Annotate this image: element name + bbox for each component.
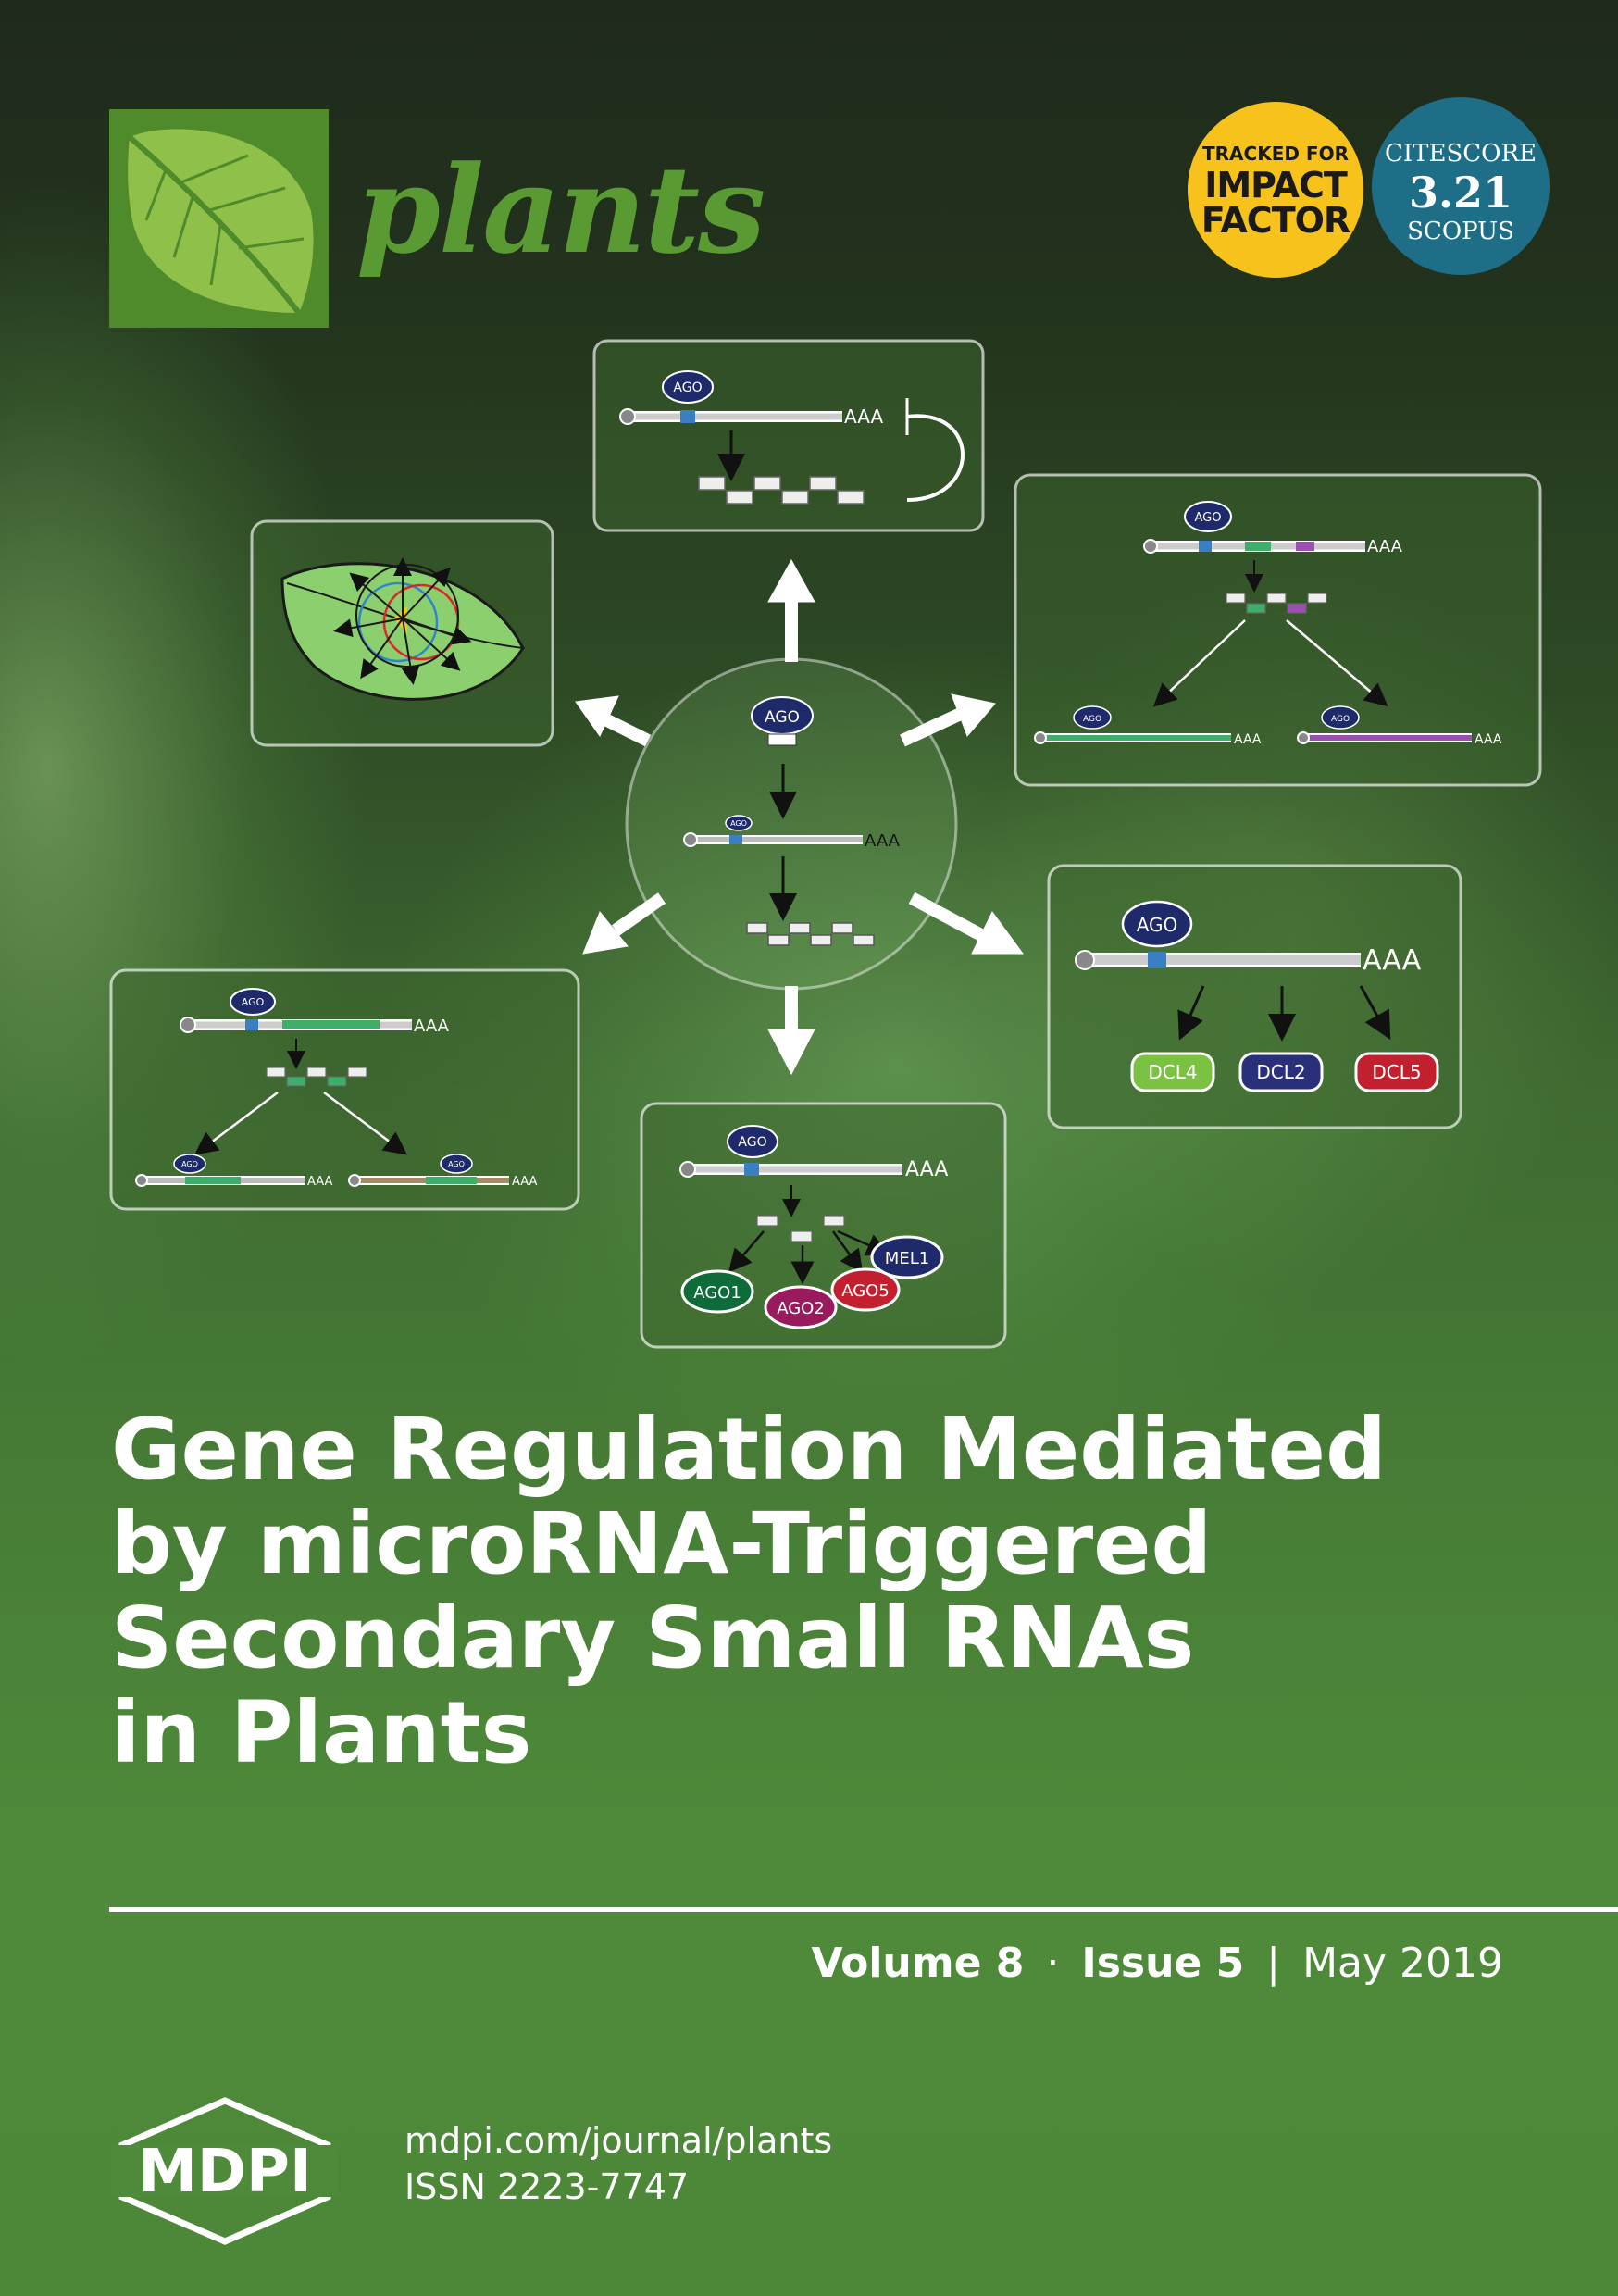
impact-badge-line1: TRACKED FOR xyxy=(1202,143,1349,165)
left-tail-left-label: AAA xyxy=(307,1175,333,1189)
mel1-node xyxy=(870,1235,944,1279)
left-tail-label: AAA xyxy=(414,1017,450,1036)
impact-badge-line2: IMPACT xyxy=(1204,165,1348,206)
issn-number: ISSN 2223-7747 xyxy=(404,2166,690,2207)
journal-name: plants xyxy=(356,139,765,281)
right-top-ago-label: AGO xyxy=(1195,511,1222,525)
right-top-tail-label: AAA xyxy=(1367,537,1403,556)
mdpi-logo: MDPI xyxy=(111,2097,339,2245)
leaf-icon xyxy=(128,129,314,315)
left-ago-left-label: AGO xyxy=(181,1160,198,1168)
dcl2-node xyxy=(1238,1052,1324,1092)
issue-date: May 2019 xyxy=(1302,1940,1503,1987)
issue-separator-dot: · xyxy=(1046,1940,1060,1987)
center-small-ago-label: AGO xyxy=(730,819,747,828)
right-mid-panel-dcl: AGO AAA DCL4 DCL2 DCL5 xyxy=(1047,864,1462,1129)
top-panel-cleavage: AGO AAA xyxy=(592,339,985,532)
citescore-label: CITESCORE xyxy=(1384,140,1537,168)
journal-url[interactable]: mdpi.com/journal/plants xyxy=(404,2120,833,2161)
title-divider xyxy=(109,1907,1618,1912)
ago1-node xyxy=(680,1269,754,1314)
article-title: Gene Regulation Mediated by microRNA-Tri… xyxy=(111,1403,1574,1780)
bottom-ago-label: AGO xyxy=(738,1135,766,1150)
dcl2-label: DCL2 xyxy=(1256,1061,1305,1083)
ago2-node xyxy=(764,1285,838,1329)
ago1-label: AGO1 xyxy=(693,1283,741,1303)
dcl5-node xyxy=(1354,1052,1439,1092)
center-pathway-circle: AGO AGO AAA xyxy=(625,657,958,991)
citescore-badge: CITESCORE 3.21 SCOPUS xyxy=(1372,97,1550,275)
right-top-tail-left-label: AAA xyxy=(1234,732,1262,747)
right-top-ago-left-label: AGO xyxy=(1083,715,1101,724)
center-ago-label: AGO xyxy=(765,708,800,727)
title-line-3: Secondary Small RNAs xyxy=(111,1589,1195,1688)
citescore-source: SCOPUS xyxy=(1407,218,1514,245)
ago5-label: AGO5 xyxy=(841,1281,890,1301)
left-ago-right-label: AGO xyxy=(448,1160,465,1168)
journal-logo xyxy=(109,109,329,328)
ago2-label: AGO2 xyxy=(777,1299,825,1318)
center-tail-label: AAA xyxy=(865,831,901,851)
issue-info: Volume 8 · Issue 5 | May 2019 xyxy=(811,1940,1503,1987)
citescore-value: 3.21 xyxy=(1408,168,1513,218)
issue-separator-bar: | xyxy=(1266,1940,1281,1987)
ago5-node xyxy=(830,1267,901,1312)
dcl4-label: DCL4 xyxy=(1148,1061,1197,1083)
radial-arrows xyxy=(575,558,1024,1076)
top-ago-label: AGO xyxy=(673,381,702,395)
right-top-tail-right-label: AAA xyxy=(1475,732,1502,747)
issue-label: Issue 5 xyxy=(1081,1940,1245,1987)
microrna-pathway-diagram: AGO AGO AAA xyxy=(109,339,1542,1349)
right-mid-tail-label: AAA xyxy=(1363,944,1422,977)
top-tail-label: AAA xyxy=(844,406,883,428)
dcl5-label: DCL5 xyxy=(1372,1061,1421,1083)
mdpi-wordmark: MDPI xyxy=(138,2138,312,2206)
right-top-panel-transitivity: AGO AAA AGO AAA AGO AAA xyxy=(1014,473,1542,787)
mel1-label: MEL1 xyxy=(885,1249,929,1268)
left-panel-phasing: AGO AAA AGO AAA AGO AAA xyxy=(109,968,580,1211)
dcl4-node xyxy=(1130,1052,1215,1092)
left-top-panel-leaf xyxy=(250,519,554,747)
left-tail-right-label: AAA xyxy=(512,1175,538,1189)
title-line-1: Gene Regulation Mediated xyxy=(111,1400,1387,1499)
impact-badge-line3: FACTOR xyxy=(1201,200,1350,241)
title-line-4: in Plants xyxy=(111,1683,532,1782)
right-top-ago-right-label: AGO xyxy=(1331,715,1350,724)
bottom-tail-label: AAA xyxy=(905,1158,948,1181)
volume-label: Volume 8 xyxy=(811,1940,1025,1987)
impact-factor-badge: TRACKED FOR IMPACT FACTOR xyxy=(1188,102,1363,278)
title-line-2: by microRNA-Triggered xyxy=(111,1494,1213,1593)
left-ago-label: AGO xyxy=(242,996,265,1008)
bottom-panel-ago-loading: AGO AAA AGO1 AGO2 AGO5 MEL1 xyxy=(640,1102,1007,1349)
right-mid-ago-label: AGO xyxy=(1137,914,1178,936)
